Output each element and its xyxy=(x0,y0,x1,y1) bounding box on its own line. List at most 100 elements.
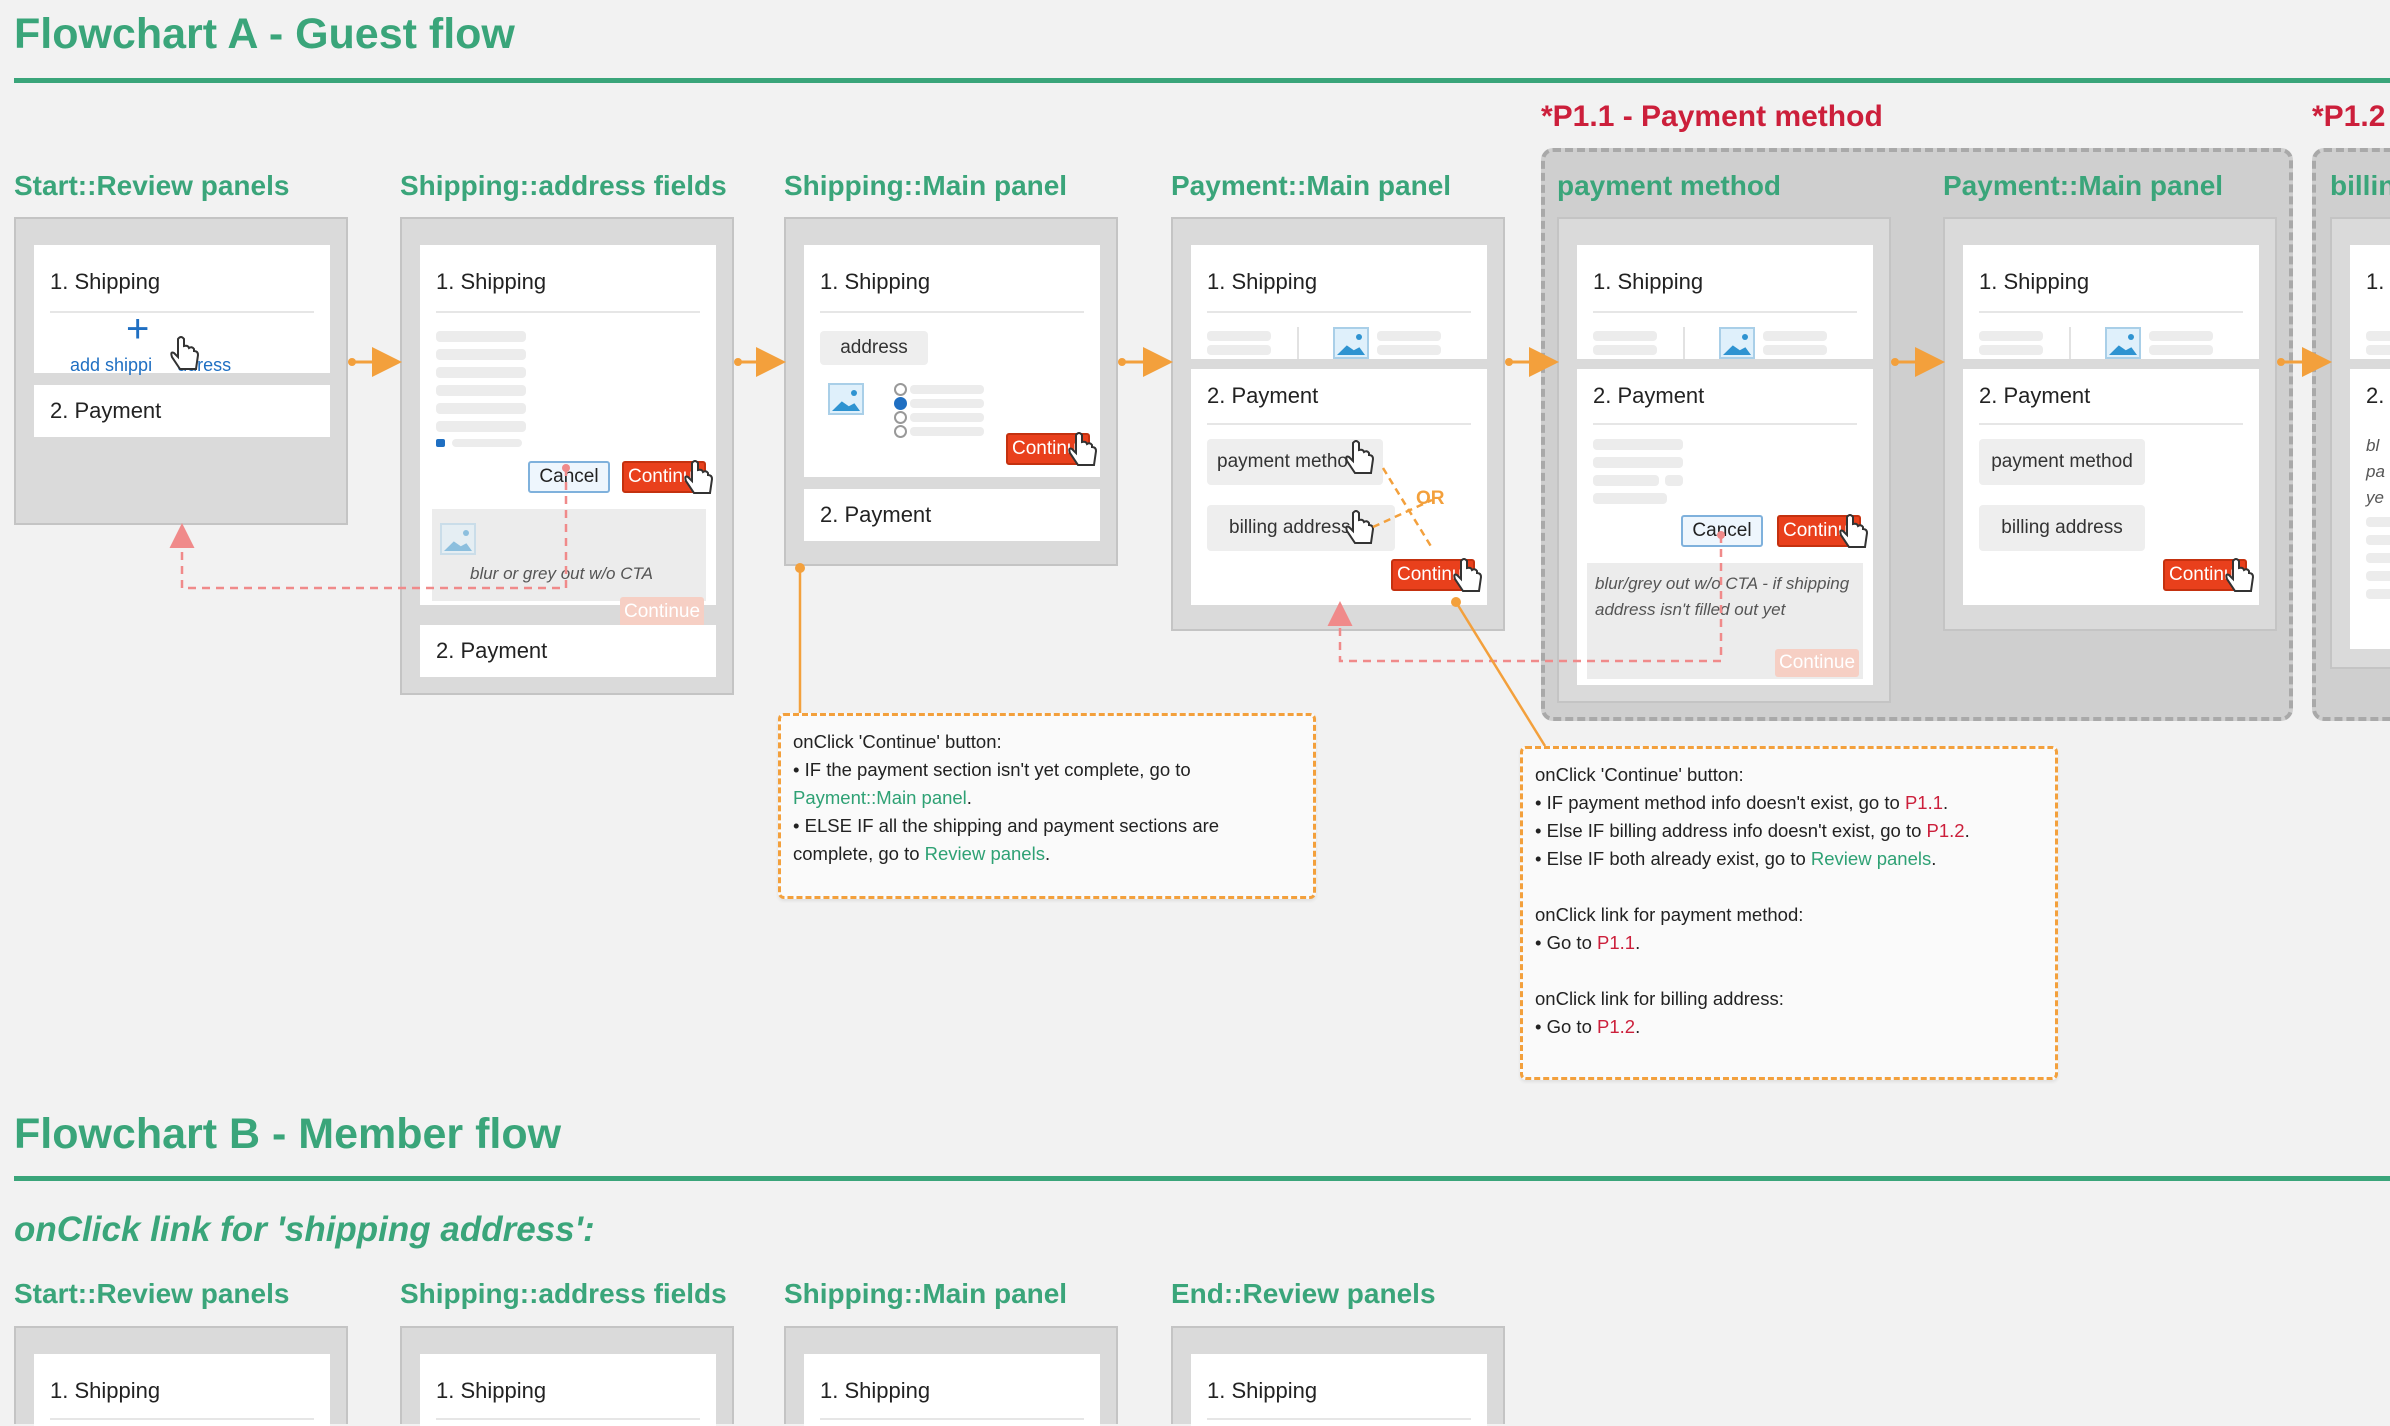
shipping-panel-title: 1. Shipping xyxy=(50,1378,161,1403)
radio-icon[interactable] xyxy=(894,383,907,396)
plus-icon[interactable]: + xyxy=(126,307,150,351)
payment-panel: 2. Payment xyxy=(34,385,330,437)
divider xyxy=(1207,311,1471,313)
divider xyxy=(1593,423,1857,425)
payment-panel: 2. Payment payment method billing addres… xyxy=(1963,369,2259,605)
cancel-return-path xyxy=(169,468,568,590)
field-placeholder xyxy=(910,427,984,436)
field-placeholder xyxy=(2366,517,2390,527)
b-step-title-shipping-main: Shipping::Main panel xyxy=(784,1278,1068,1309)
shipping-panel-title: 1. Shipping xyxy=(1979,269,2090,294)
shipping-panel-title-clipped: 1. xyxy=(2366,269,2385,294)
divider xyxy=(50,311,314,313)
field-placeholder xyxy=(1665,475,1683,486)
hand-cursor-icon xyxy=(1345,440,1375,474)
b-frame-shipping-fields: 1. Shipping xyxy=(400,1326,734,1426)
shipping-panel-title: 1. Shipping xyxy=(1207,1378,1318,1403)
billing-address-link[interactable]: billing address xyxy=(1979,505,2145,551)
annotation-2-line-6: • Go to P1.1. xyxy=(1535,929,2043,957)
field-placeholder xyxy=(910,413,984,422)
text: • Else IF billing address info doesn't e… xyxy=(1535,820,1927,841)
shipping-panel: 1. Shipping + add shippi ddress xyxy=(34,245,330,375)
address-chip[interactable]: address xyxy=(820,331,928,365)
text: • Go to xyxy=(1535,1016,1598,1037)
field-placeholder xyxy=(1979,331,2043,341)
hand-cursor-icon xyxy=(2225,558,2255,592)
punct: . xyxy=(1044,843,1051,864)
image-icon xyxy=(828,383,864,415)
shipping-panel-title: 1. Shipping xyxy=(436,1378,547,1403)
payment-panel-title: 2. Payment xyxy=(1979,383,2091,408)
radio-icon[interactable] xyxy=(894,425,907,438)
payment-panel-title-clipped: 2. xyxy=(2366,383,2385,408)
shipping-panel: 1. Shipping xyxy=(1191,245,1487,359)
field-placeholder xyxy=(1763,345,1827,355)
shipping-panel: 1. Shipping xyxy=(804,1354,1100,1426)
frame-shipping-main: 1. Shipping address Continu 2. Payment xyxy=(784,217,1118,566)
or-connector xyxy=(1372,467,1434,549)
review-panels-link[interactable]: Review panels xyxy=(1810,848,1932,869)
checkbox-icon[interactable] xyxy=(436,439,445,447)
b-frame-shipping-main: 1. Shipping xyxy=(784,1326,1118,1426)
frame-start-review: 1. Shipping + add shippi ddress 2. Payme… xyxy=(14,217,348,525)
cancel-button[interactable]: Cancel xyxy=(1681,515,1763,547)
shipping-panel-title: 1. Shipping xyxy=(1593,269,1704,294)
review-panels-link[interactable]: Review panels xyxy=(924,843,1045,864)
payment-method-link[interactable]: payment method xyxy=(1979,439,2145,485)
cancel-button[interactable]: Cancel xyxy=(528,461,610,493)
annotation-box-1: onClick 'Continue' button: • IF the paym… xyxy=(778,713,1316,899)
b-frame-end: 1. Shipping xyxy=(1171,1326,1505,1426)
image-icon xyxy=(1333,327,1369,359)
annotation-1-line-5: complete, go to Review panels. xyxy=(793,840,1301,868)
p11-link[interactable]: P1.1 xyxy=(1904,792,1943,813)
hand-cursor-icon xyxy=(1839,514,1869,548)
field-placeholder xyxy=(1593,475,1659,486)
step-title-shipping-fields: Shipping::address fields xyxy=(400,170,727,201)
annotation-2-line-4: • Else IF both already exist, go to Revi… xyxy=(1535,845,2043,873)
punct: . xyxy=(1931,848,1937,869)
shipping-panel: 1. xyxy=(2350,245,2390,359)
p12-link[interactable]: P1.2 xyxy=(1926,820,1965,841)
image-icon xyxy=(440,523,476,555)
text: • Else IF both already exist, go to xyxy=(1535,848,1811,869)
shipping-panel-title: 1. Shipping xyxy=(50,269,161,294)
flowchart-b-title: Flowchart B - Member flow xyxy=(14,1110,562,1158)
text: complete, go to xyxy=(793,843,925,864)
radio-selected-icon[interactable] xyxy=(894,397,907,410)
annotation-2-line-3: • Else IF billing address info doesn't e… xyxy=(1535,817,2043,845)
payment-panel-title: 2. Payment xyxy=(436,638,548,663)
punct: . xyxy=(1635,932,1641,953)
annotation-box-2: onClick 'Continue' button: • IF payment … xyxy=(1520,746,2058,1080)
clip-note-2: pa xyxy=(2366,462,2385,481)
shipping-panel: 1. Shipping xyxy=(1577,245,1873,359)
divider xyxy=(1297,327,1299,359)
step-title-shipping-main: Shipping::Main panel xyxy=(784,170,1068,201)
frame-payment-method: 1. Shipping 2. Payment Cancel Continu bl… xyxy=(1557,217,1891,703)
radio-icon[interactable] xyxy=(894,411,907,424)
field-placeholder xyxy=(1979,345,2043,355)
payment-main-link[interactable]: Payment::Main panel xyxy=(793,787,967,808)
divider xyxy=(436,311,700,313)
punct: . xyxy=(966,787,972,808)
p12-link[interactable]: P1.2 xyxy=(1597,1016,1636,1037)
payment-panel-title: 2. Payment xyxy=(1593,383,1705,408)
field-placeholder xyxy=(2149,331,2213,341)
b-step-title-end: End::Review panels xyxy=(1171,1278,1436,1309)
p11-link[interactable]: P1.1 xyxy=(1597,932,1636,953)
field-placeholder xyxy=(436,367,526,378)
continue-button-disabled: Continue xyxy=(1775,649,1859,677)
hand-cursor-icon xyxy=(1453,558,1483,592)
payment-panel: 2. Payment Cancel Continu blur/grey out … xyxy=(1577,369,1873,685)
field-placeholder xyxy=(2149,345,2213,355)
field-placeholder xyxy=(1593,345,1657,355)
divider xyxy=(50,1418,314,1420)
shipping-panel: 1. Shipping address Continu xyxy=(804,245,1100,477)
annotation-1-line-4: • ELSE IF all the shipping and payment s… xyxy=(793,815,1220,836)
hand-cursor-icon xyxy=(1345,510,1375,544)
cancel-return-path-2 xyxy=(1327,535,1723,663)
annotation-1-line-2: • IF the payment section isn't yet compl… xyxy=(793,759,1191,780)
shipping-panel-title: 1. Shipping xyxy=(820,269,931,294)
step-title-billing: billin xyxy=(2330,170,2390,201)
step-title-payment-main: Payment::Main panel xyxy=(1171,170,1452,201)
hand-cursor-icon xyxy=(170,336,200,370)
